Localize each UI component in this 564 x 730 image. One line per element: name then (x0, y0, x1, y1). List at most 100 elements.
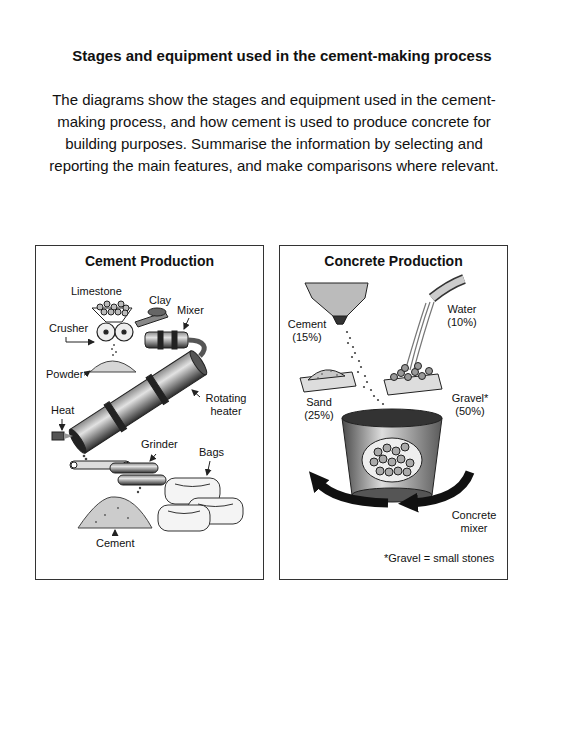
concrete-mixer (342, 409, 442, 427)
rotating-heater (66, 347, 211, 457)
cement-stream (354, 352, 356, 354)
cement-pile (78, 497, 152, 528)
leader-line (66, 337, 94, 342)
cement-stream (347, 342, 349, 344)
caption-text: The diagrams show the stages and equipme… (38, 89, 510, 177)
cement-bags (168, 511, 200, 514)
concrete-mixer (397, 455, 405, 463)
ingredient-label: Water (10%) (440, 303, 484, 329)
cement-stream (349, 337, 351, 339)
part-label: Bags (198, 446, 225, 459)
cement-stream (346, 331, 348, 333)
cement-pile (95, 521, 97, 523)
cement-stream (366, 381, 368, 383)
part-label: Crusher (48, 322, 89, 335)
panel-heading: Cement Production (36, 246, 263, 270)
limestone-hopper (122, 310, 128, 316)
concrete-mixer (383, 444, 391, 452)
cement-hopper (333, 316, 347, 324)
crusher-rollers (122, 330, 126, 334)
mixer-drum (145, 331, 188, 349)
crusher-rollers (104, 330, 108, 334)
gravel-tray (419, 373, 426, 380)
powder-stream (111, 348, 113, 350)
rotating-heater (146, 374, 168, 404)
part-label: Limestone (70, 285, 123, 298)
water-pipe (432, 279, 464, 298)
rotation-arrows (318, 472, 470, 503)
powder-pile (90, 361, 136, 372)
sand-tray (300, 370, 356, 392)
gravel-tray (384, 363, 442, 396)
part-label: Rotating heater (200, 392, 252, 418)
crusher-rollers (97, 323, 115, 341)
gravel-tray (402, 365, 409, 372)
cement-pile (78, 497, 152, 528)
gravel-tray (405, 374, 412, 381)
leader-line (184, 318, 189, 329)
falling-clinker (137, 491, 139, 493)
part-label: Cement (95, 537, 136, 550)
water-stream (410, 302, 430, 370)
water-pipe (432, 279, 464, 298)
leader-line (192, 390, 200, 397)
crusher-rollers (97, 323, 133, 341)
grinder-rollers (110, 463, 158, 473)
limestone-hopper (101, 309, 107, 315)
mixer-drum (145, 332, 188, 348)
concrete-mixer (370, 443, 414, 476)
rotating-heater (67, 427, 89, 455)
cement-stream (357, 371, 359, 373)
grinder-rollers (110, 463, 166, 485)
leader-line (150, 454, 156, 461)
powder-stream (115, 351, 117, 353)
conveyor-belt (71, 462, 77, 468)
concrete-mixer (376, 467, 384, 475)
part-label: Heat (50, 404, 75, 417)
cement-pile (127, 517, 129, 519)
part-label: Clay (148, 294, 172, 307)
rotating-heater (70, 351, 206, 453)
cement-stream (370, 389, 372, 391)
water-stream (406, 302, 434, 370)
water-stream (414, 302, 434, 369)
gravel-tray (384, 374, 442, 395)
crusher-rollers (115, 323, 133, 341)
water-pipe (432, 279, 464, 298)
concrete-mixer (362, 438, 422, 482)
mixer-drum (158, 331, 163, 349)
cement-stream (351, 356, 353, 358)
burner (52, 432, 73, 440)
burner (64, 433, 73, 439)
powder-stream (111, 344, 117, 356)
powder-stream (113, 344, 115, 346)
concrete-mixer (392, 447, 400, 455)
concrete-mixer (406, 459, 414, 467)
rotating-heater (104, 402, 126, 432)
cement-stream (358, 360, 360, 362)
powder-stream (112, 354, 114, 356)
clay-chute (148, 308, 166, 316)
panel-heading: Concrete Production (280, 246, 507, 270)
concrete-mixer (370, 458, 378, 466)
heat-arrow (62, 419, 63, 430)
sand-tray (336, 374, 338, 376)
water-stream (406, 303, 426, 368)
falling-clinker (85, 458, 88, 461)
cement-stream (363, 386, 365, 388)
concrete-mixer (388, 458, 396, 466)
limestone-hopper (104, 301, 110, 307)
sand-tray (317, 377, 319, 379)
concrete-mixer (403, 468, 411, 476)
concrete-mixer (385, 468, 393, 476)
part-label: Grinder (140, 438, 179, 451)
title-text: Stages and equipment used in the cement-… (0, 47, 564, 65)
ingredient-label: Sand (25%) (298, 396, 340, 422)
ingredient-label: Cement (15%) (283, 318, 331, 344)
cement-bags (158, 505, 210, 531)
clay-chute (135, 308, 168, 327)
leader-line (207, 461, 210, 475)
limestone-hopper (97, 301, 129, 316)
leader-line (115, 530, 116, 536)
